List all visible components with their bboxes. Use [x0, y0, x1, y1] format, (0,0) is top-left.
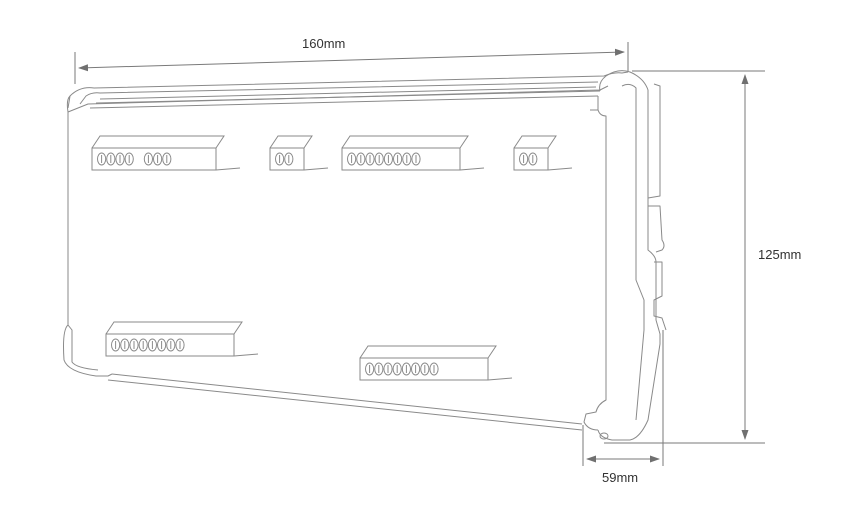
height-dimension-label: 125mm [758, 247, 802, 262]
din-clip [648, 84, 666, 330]
bottom-terminal-block-1-top [106, 322, 242, 334]
right-cap-notch [600, 433, 608, 439]
top-terminal-block-4-top [514, 136, 556, 148]
top-terminal-block-1-shadow [216, 168, 240, 170]
top-face-front [90, 96, 598, 108]
bottom-terminal-block-2-top [360, 346, 496, 358]
depth-dimension-label: 59mm [602, 470, 639, 485]
top-rail [68, 72, 628, 108]
bottom-terminal-block-2 [360, 346, 512, 380]
right-cap-profile [622, 84, 644, 420]
left-cap-inner [68, 112, 98, 370]
bottom-terminal-block-1-shadow [234, 354, 258, 356]
terminal-blocks [92, 136, 572, 380]
top-terminal-block-2-shadow [304, 168, 328, 170]
bottom-terminal-block-2-shadow [488, 378, 512, 380]
bottom-terminal-block-1 [106, 322, 258, 356]
dimension-lines [75, 42, 765, 466]
front-face-top-right [598, 96, 606, 400]
top-terminal-block-1-top [92, 136, 224, 148]
top-terminal-block-3 [342, 136, 484, 170]
left-end-cap [64, 96, 113, 376]
top-rail-inner [80, 82, 598, 104]
top-rail-edge [100, 87, 596, 99]
front-face-bottom-edge-2 [108, 380, 582, 430]
top-terminal-block-3-top [342, 136, 468, 148]
top-terminal-block-4 [514, 136, 572, 170]
width-dimension-label: 160mm [302, 36, 346, 51]
top-terminal-block-1 [92, 136, 240, 170]
top-terminal-block-2 [270, 136, 328, 170]
top-terminal-block-4-shadow [548, 168, 572, 170]
width-dimension-line [78, 48, 625, 72]
right-cap-inner [584, 116, 606, 430]
right-end-cap [598, 71, 660, 440]
top-face-back [96, 91, 600, 103]
top-terminal-block-3-shadow [460, 168, 484, 170]
top-terminal-block-2-top [270, 136, 312, 148]
front-face-bottom-edge [112, 374, 582, 424]
device-body [64, 71, 667, 440]
top-rail-lower [68, 86, 608, 112]
